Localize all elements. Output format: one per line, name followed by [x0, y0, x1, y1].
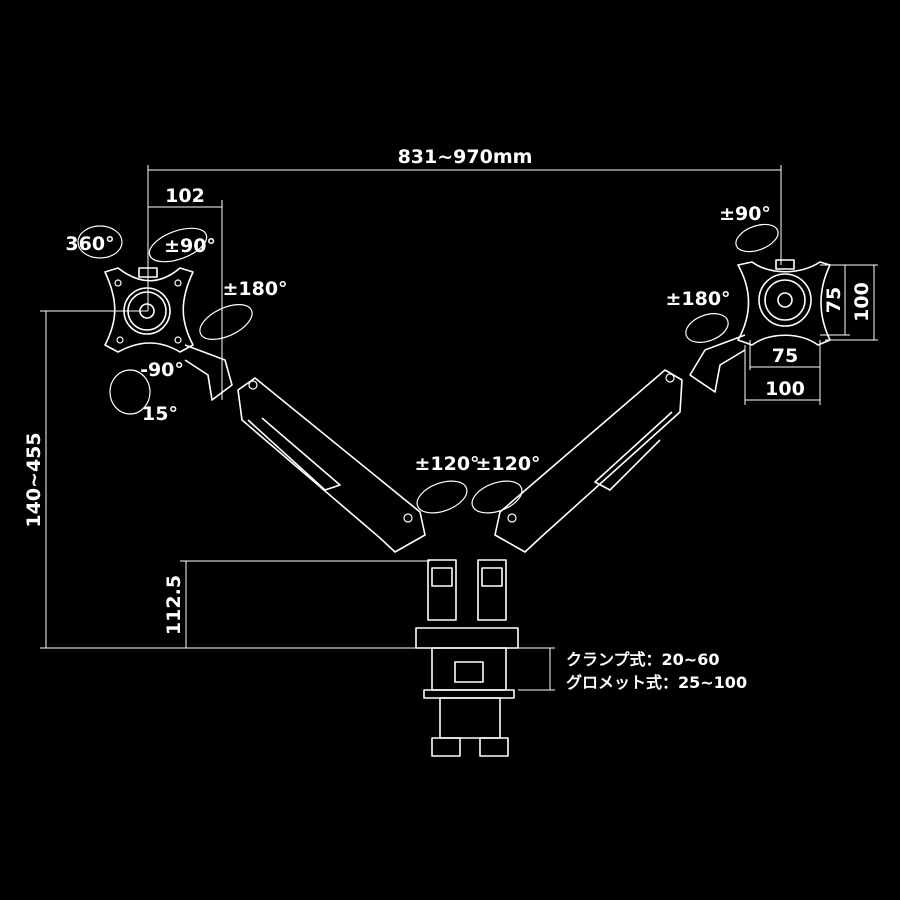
dimension-lines: [40, 165, 878, 691]
left-arm-rotation-label: ±180°: [222, 278, 287, 300]
pole-height-label: 112.5: [163, 575, 185, 635]
rotation-arrows: [77, 223, 779, 514]
vesa-100-horizontal-label: 100: [765, 378, 805, 400]
left-vesa-plate: [104, 267, 194, 353]
right-vesa-plate: [737, 259, 831, 346]
left-rotate-label: 360°: [65, 233, 114, 255]
arm-offset-label: 102: [165, 185, 205, 207]
right-arm: [494, 334, 746, 553]
total-width-label: 831~970mm: [398, 146, 533, 168]
left-tilt-up-label: 15°: [142, 403, 178, 425]
left-swivel-label: ±90°: [164, 235, 216, 257]
vesa-100-vertical-label: 100: [851, 282, 873, 322]
vesa-75-vertical-label: 75: [823, 287, 845, 313]
clamp-range-label: クランプ式：20~60: [566, 650, 719, 669]
left-tilt-down-label: -90°: [140, 359, 184, 381]
left-arm: [184, 344, 426, 553]
grommet-range-label: グロメット式：25~100: [566, 673, 747, 692]
height-range-label: 140~455: [23, 432, 45, 527]
base-clamp: [415, 559, 519, 757]
base-left-rotation-label: ±120°: [414, 453, 479, 475]
right-swivel-label: ±90°: [719, 203, 771, 225]
base-right-rotation-label: ±120°: [475, 453, 540, 475]
vesa-75-horizontal-label: 75: [772, 345, 798, 367]
right-arm-rotation-label: ±180°: [665, 288, 730, 310]
